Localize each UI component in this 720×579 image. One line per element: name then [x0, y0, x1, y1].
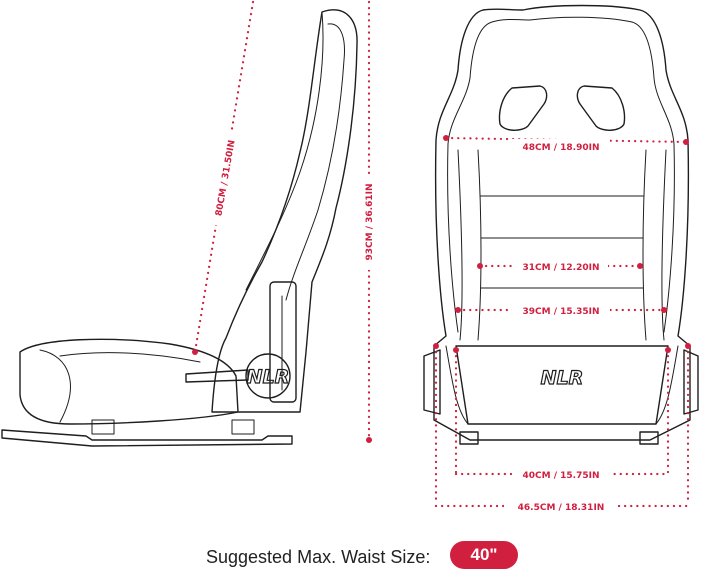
back-width-label-bg [514, 259, 608, 275]
overall-width-label-bg [504, 499, 618, 515]
front-brand-logo: NLR [541, 367, 584, 389]
seatback-length-end-dot [192, 349, 198, 355]
side-brand-logo: NLR [247, 366, 290, 388]
seatback-length-label-bg [207, 129, 243, 227]
hip-width-label: 39CM / 15.35IN [523, 307, 600, 317]
hip-width-label-bg [512, 303, 610, 319]
side-view-seat: NLR [1, 9, 358, 447]
center-panel-right-edge [642, 149, 647, 341]
shoulder-width-label: 48CM / 18.90IN [523, 143, 600, 153]
front-shell-inner [447, 16, 675, 333]
front-shell-outer [433, 4, 691, 441]
back-width-right-dot [637, 263, 643, 269]
front-foot-right [639, 431, 659, 445]
front-view-seat: NLR [423, 4, 699, 445]
side-bracket-left [423, 349, 441, 415]
seat-base-width-label-bg [512, 467, 610, 483]
shoulder-width-right-dot [683, 139, 689, 145]
side-backrest-inner [285, 23, 345, 301]
seat-base-width-label: 40CM / 15.75IN [523, 471, 600, 481]
front-dimensions: 48CM / 18.90IN 31CM / 12.20IN 39CM / 15.… [433, 135, 691, 515]
side-backrest-edge [245, 11, 324, 291]
harness-slot-left [498, 85, 548, 131]
side-cushion-bolster [39, 349, 71, 423]
recline-lever [185, 369, 249, 383]
front-cushion-bolster-right [655, 345, 679, 425]
waist-size-label: Suggested Max. Waist Size: [206, 547, 431, 567]
shoulder-width-label-bg [512, 139, 610, 155]
seat-base-top-right-dot [665, 347, 671, 353]
overall-top-right-dot [685, 343, 691, 349]
harness-slot-right [576, 85, 626, 131]
total-height-label-bg [360, 174, 378, 270]
shoulder-width-left-dot [443, 135, 449, 141]
side-bracket-right [683, 349, 699, 415]
back-width-label: 31CM / 12.20IN [523, 263, 600, 273]
back-width-left-dot [477, 263, 483, 269]
center-panel-left-edge [477, 149, 482, 341]
side-cushion-crease [59, 352, 201, 363]
front-cushion-bolster-left [445, 345, 469, 425]
bolster-right [661, 149, 667, 341]
seat-base-top-left-dot [453, 347, 459, 353]
waist-size-badge: 40" [450, 541, 518, 569]
seatback-length-label-group: 80CM / 31.50IN [207, 129, 243, 227]
overall-width-label: 46.5CM / 18.31IN [518, 503, 605, 513]
rail-bracket-front [91, 419, 115, 435]
front-foot-left [459, 431, 479, 445]
hip-width-left-dot [455, 307, 461, 313]
side-logo-disc [245, 353, 291, 399]
waist-size-row: Suggested Max. Waist Size: 40" [0, 541, 720, 571]
hip-width-right-dot [661, 307, 667, 313]
rail-bracket-rear [231, 419, 255, 435]
total-height-label: 93CM / 36.61IN [365, 184, 375, 261]
total-height-label-group: 93CM / 36.61IN [360, 174, 378, 270]
bolster-left [457, 149, 463, 341]
overall-top-left-dot [433, 343, 439, 349]
slider-rail [1, 429, 293, 447]
total-height-end-dot [366, 437, 372, 443]
recline-bracket [269, 281, 297, 403]
